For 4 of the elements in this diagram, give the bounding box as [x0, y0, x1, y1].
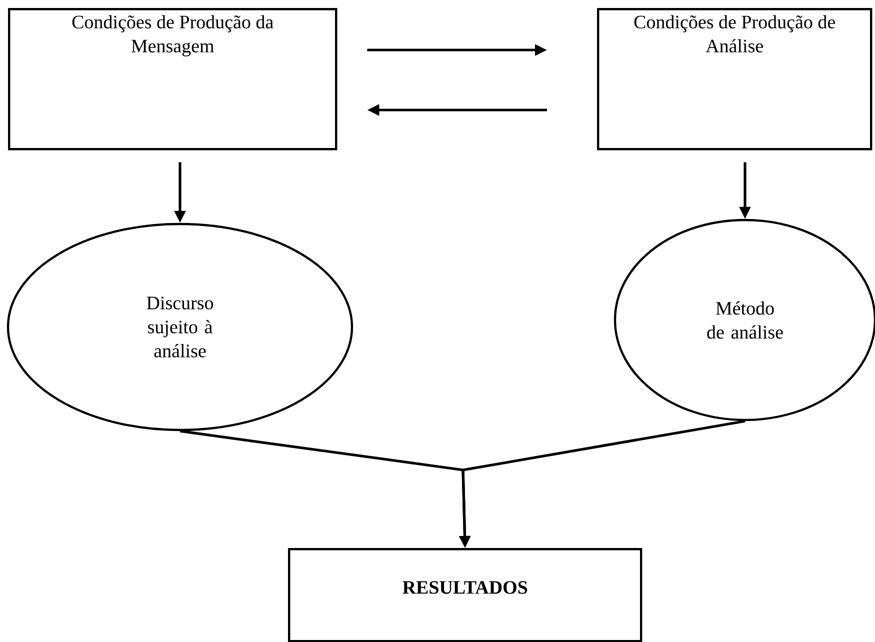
- ellipse-node: Discurso sujeito à análise: [6, 222, 354, 432]
- process-box: RESULTADOS: [288, 548, 642, 642]
- process-box: Condições de Produção da Mensagem: [8, 8, 338, 150]
- process-box: Condições de Produção de Análise: [597, 8, 872, 150]
